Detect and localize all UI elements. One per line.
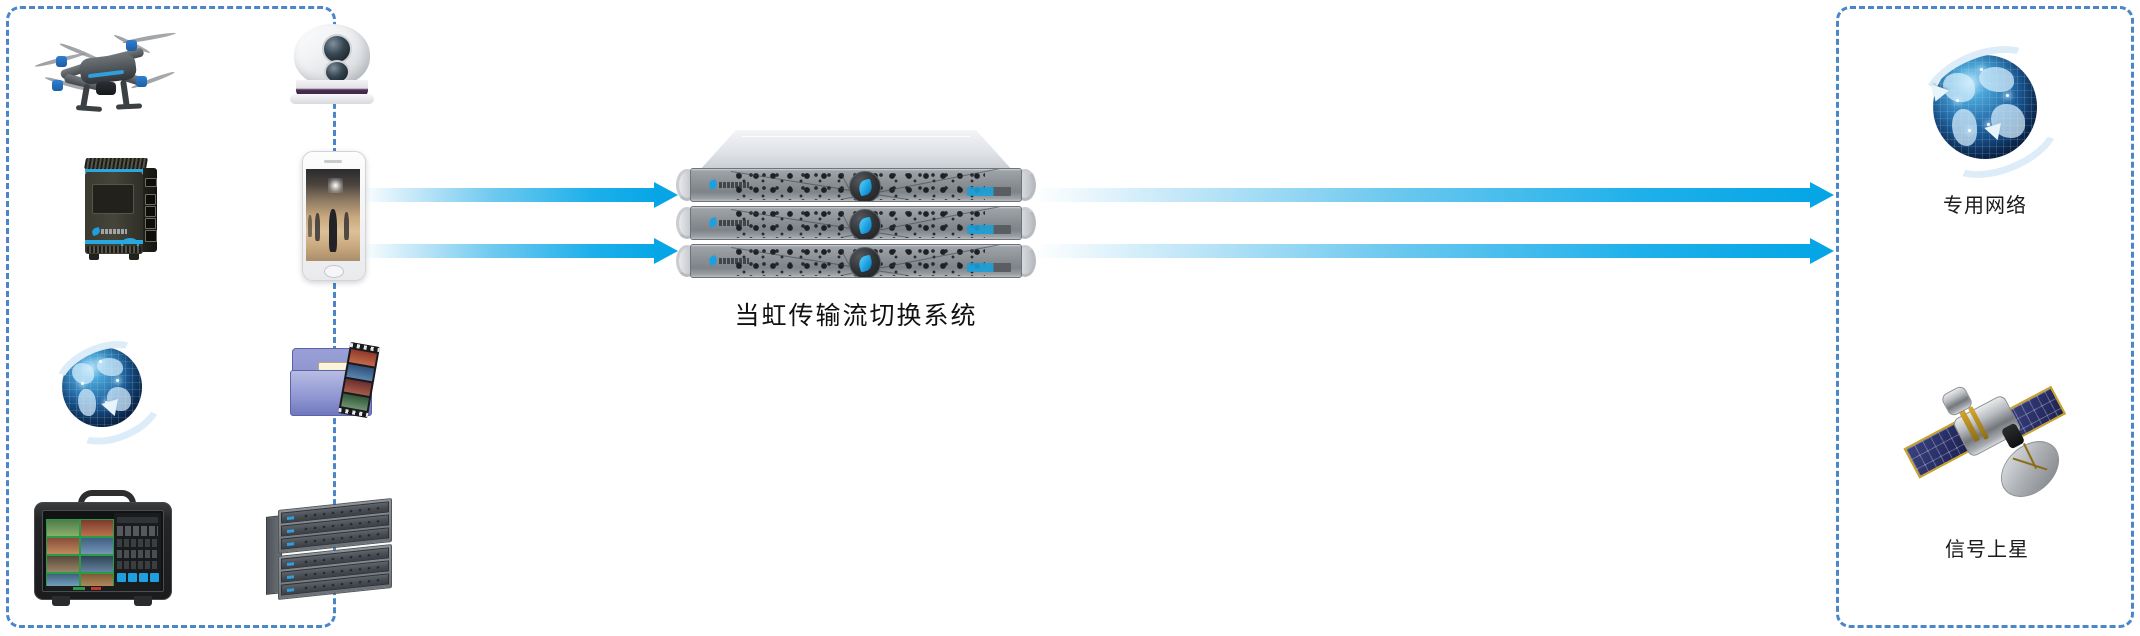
flow-arrow-source-bottom [360, 238, 678, 264]
power-badge-icon[interactable] [849, 247, 881, 277]
source-item-smartphone[interactable] [288, 145, 388, 285]
arrow-head [1810, 182, 1834, 208]
outputs-panel [1836, 6, 2134, 628]
system-caption: 当虹传输流切换系统 [734, 301, 978, 330]
source-item-encoder-box[interactable] [55, 150, 175, 270]
globe-network-icon [1910, 29, 2072, 194]
encoder-box-icon [55, 150, 175, 270]
model-sticker [967, 225, 1011, 234]
arrow-shaft [360, 188, 656, 202]
flow-arrow-network [1034, 182, 1834, 208]
smartphone-icon [288, 145, 388, 285]
source-item-media-folder[interactable] [282, 338, 402, 448]
globe-network-icon [44, 327, 172, 458]
flow-arrow-source-top [360, 182, 678, 208]
flow-arrow-satellite [1034, 238, 1834, 264]
satellite-icon [1902, 383, 2072, 523]
arrow-shaft [1034, 244, 1812, 258]
source-item-globe-network[interactable] [44, 327, 172, 458]
server-front-panel [690, 168, 1022, 202]
transport-stream-switch-system[interactable] [676, 130, 1036, 290]
arrow-shaft [1034, 188, 1812, 202]
output-item-dedicated-network[interactable]: 专用网络 [1900, 28, 2072, 228]
model-sticker [967, 187, 1011, 196]
output-label-dedicated-network: 专用网络 [1943, 192, 2027, 217]
model-sticker [967, 263, 1011, 272]
arrow-shaft [360, 244, 656, 258]
drone-icon [30, 20, 180, 120]
power-badge-icon[interactable] [849, 209, 881, 239]
server-top-cover [698, 130, 1014, 172]
server-unit[interactable] [676, 244, 1036, 280]
brand-logo-icon [707, 178, 749, 191]
brand-logo-icon [707, 254, 749, 267]
server-front-panel [690, 206, 1022, 240]
media-folder-icon [282, 338, 402, 448]
arrow-head [654, 182, 678, 208]
rack-storage-icon [262, 498, 402, 606]
server-unit[interactable] [676, 168, 1036, 204]
source-item-rack-storage[interactable] [262, 498, 402, 606]
portable-switcher-icon [28, 488, 178, 614]
source-item-drone[interactable] [30, 20, 180, 120]
server-front-panel [690, 244, 1022, 278]
power-badge-icon[interactable] [849, 171, 881, 201]
arrow-head [1810, 238, 1834, 264]
source-item-portable-switcher[interactable] [28, 488, 178, 614]
brand-logo-icon [707, 216, 749, 229]
arrow-head [654, 238, 678, 264]
output-item-satellite[interactable]: 信号上星 [1892, 372, 2082, 572]
server-unit[interactable] [676, 206, 1036, 242]
dome-camera-icon [272, 16, 392, 116]
source-item-dome-camera[interactable] [272, 16, 392, 116]
output-label-satellite: 信号上星 [1945, 536, 2029, 561]
